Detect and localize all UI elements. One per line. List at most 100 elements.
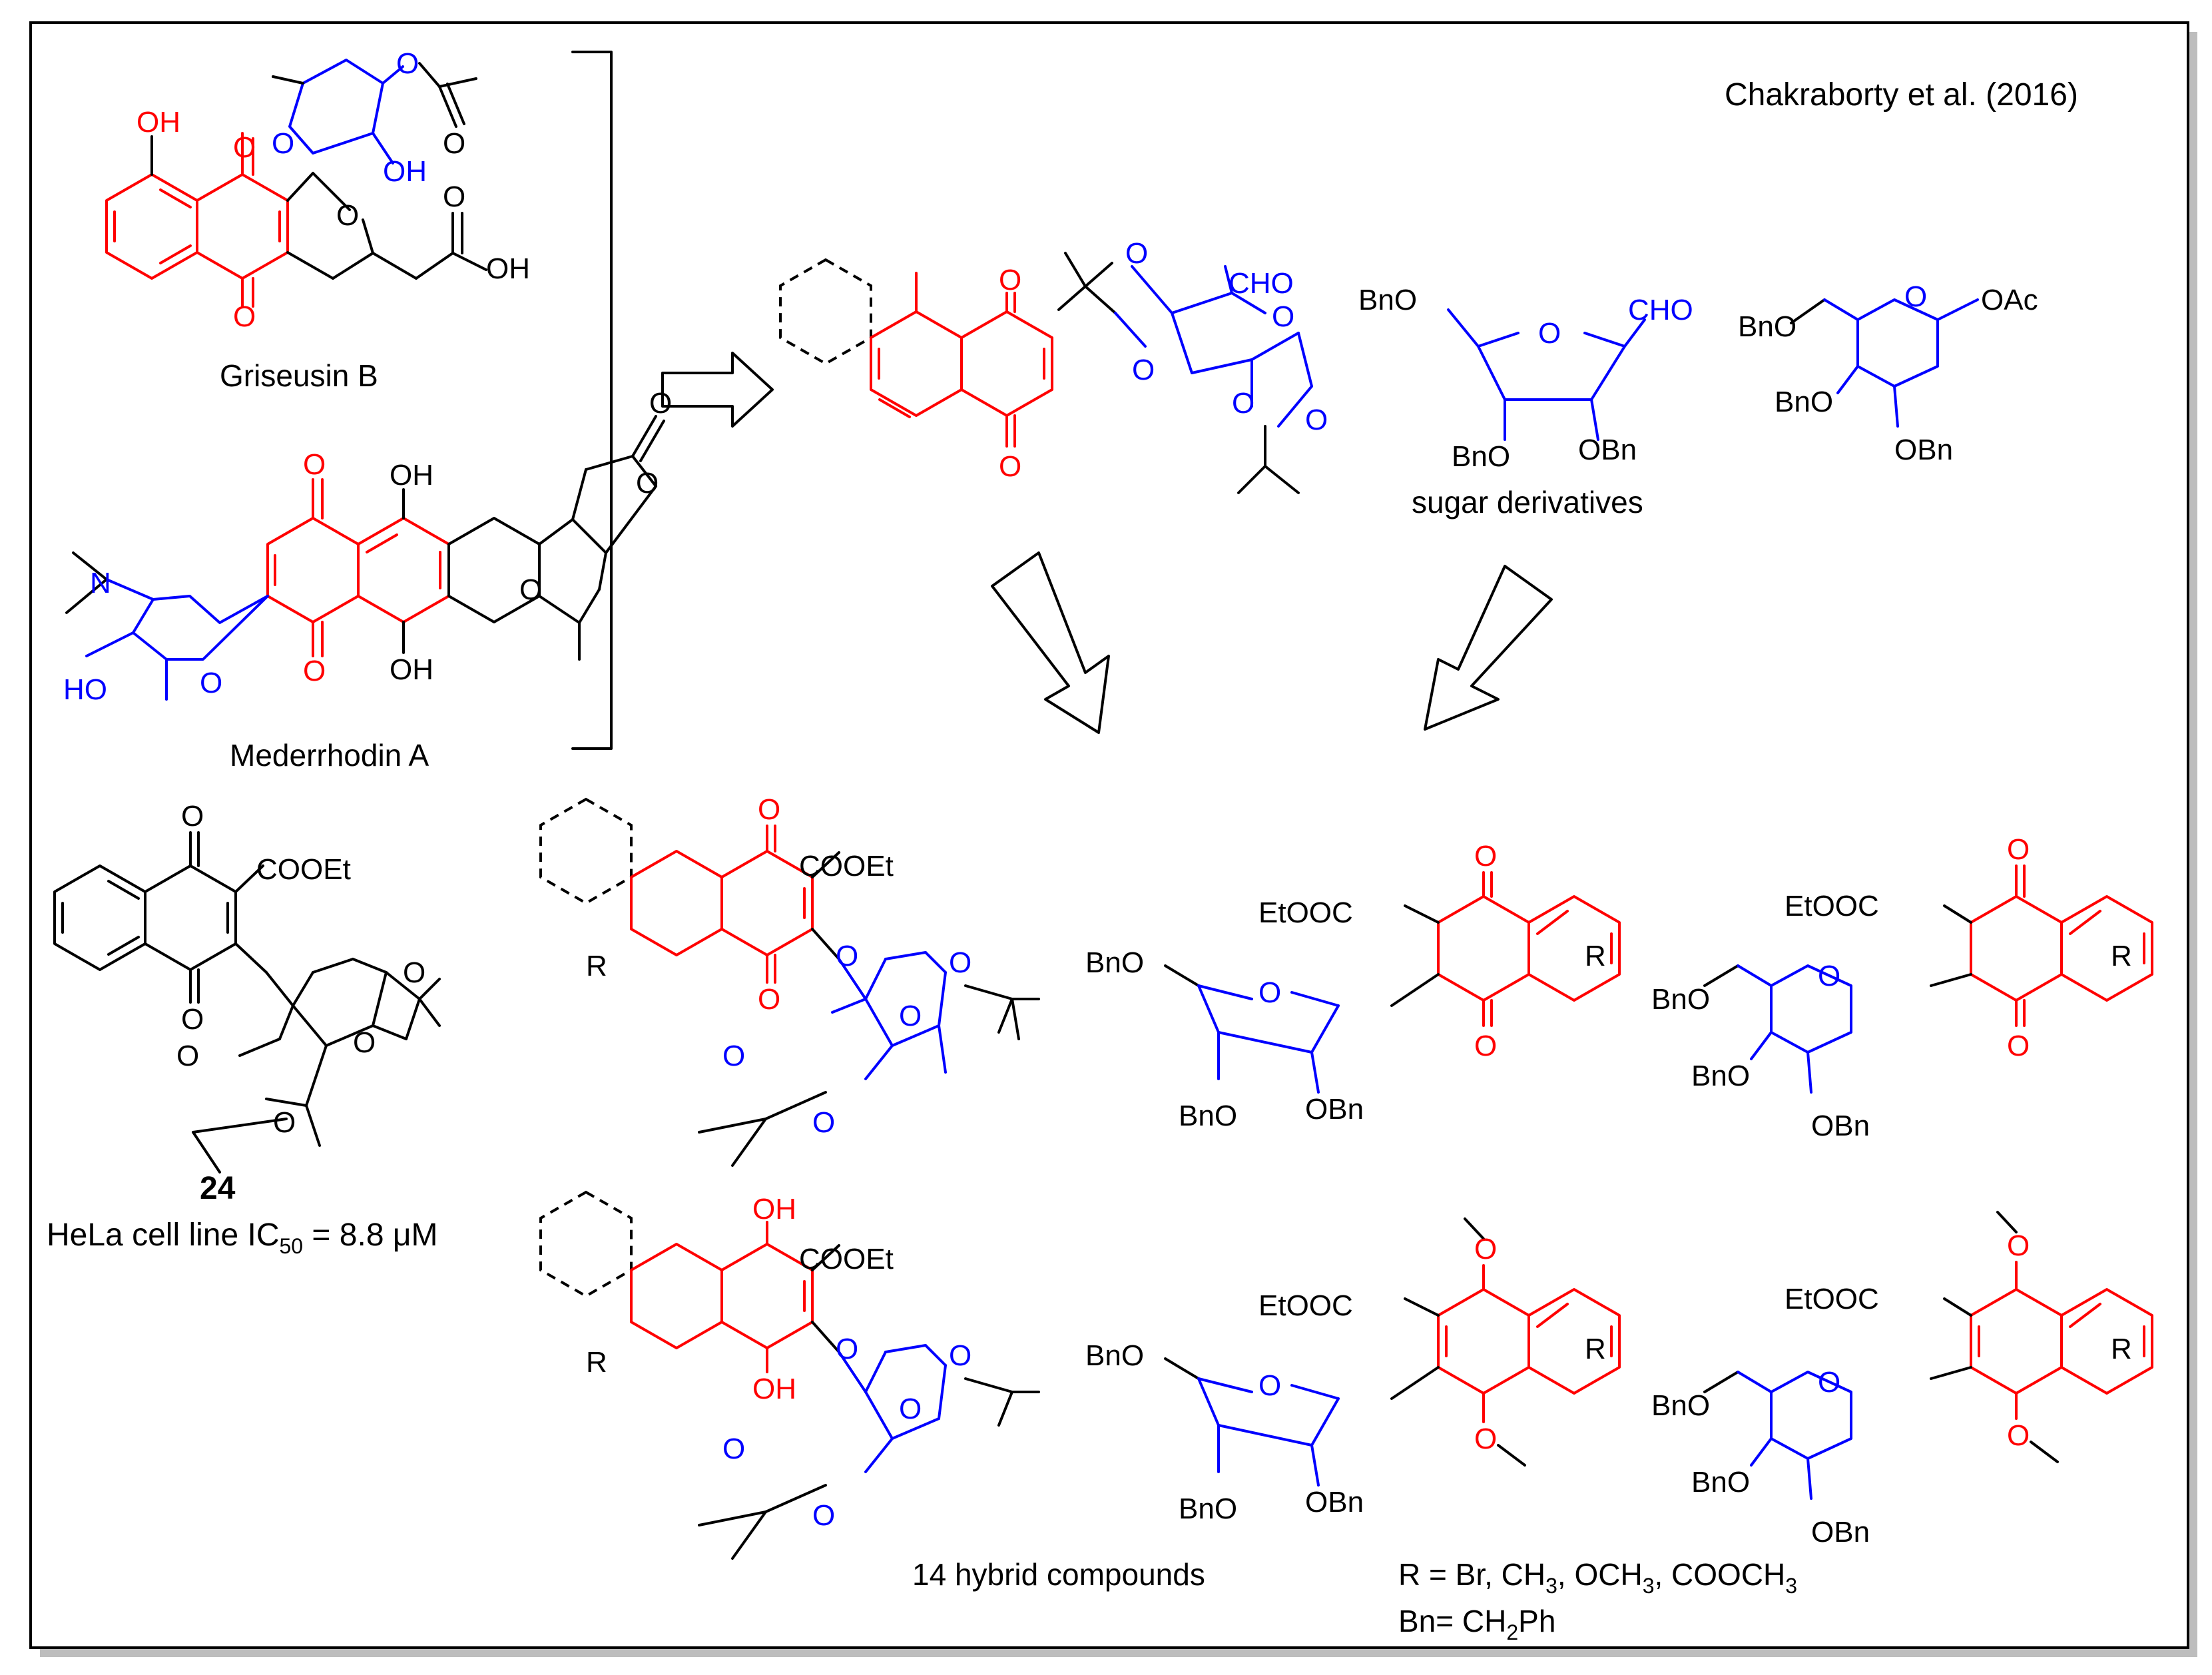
griseusin-b-structure: OH O O O O OH O O O OH: [105, 47, 530, 333]
svg-text:O: O: [1132, 354, 1155, 386]
svg-text:BnO: BnO: [1691, 1060, 1750, 1092]
svg-text:BnO: BnO: [1179, 1493, 1237, 1525]
svg-text:OH: OH: [752, 1193, 796, 1225]
svg-text:O: O: [181, 800, 204, 833]
mederrhodin-a-structure: O O OH OH O O O N HO O: [63, 387, 672, 706]
svg-text:O: O: [1272, 300, 1294, 333]
hybrid-quinone-diacetonide: O O COOEt R O O O O O: [539, 793, 1040, 1167]
svg-text:R: R: [2111, 1333, 2132, 1365]
svg-text:O: O: [1232, 387, 1254, 420]
svg-text:O: O: [200, 667, 222, 699]
svg-text:OH: OH: [752, 1373, 796, 1405]
svg-text:R: R: [586, 950, 607, 982]
svg-text:O: O: [181, 1003, 204, 1036]
svg-text:O: O: [519, 573, 542, 606]
svg-text:O: O: [2007, 1419, 2030, 1452]
svg-text:BnO: BnO: [1085, 1339, 1144, 1372]
svg-text:O: O: [2007, 1229, 2030, 1262]
svg-text:O: O: [233, 131, 256, 164]
naphthoquinone-building-block: O O: [779, 258, 1053, 483]
svg-text:OBn: OBn: [1305, 1093, 1364, 1126]
svg-text:BnO: BnO: [1651, 983, 1710, 1016]
compound-24-activity: HeLa cell line IC50 = 8.8 μM: [47, 1217, 438, 1258]
svg-text:OBn: OBn: [1578, 434, 1637, 466]
svg-text:CHO: CHO: [1628, 294, 1693, 326]
svg-text:O: O: [1474, 1233, 1497, 1265]
svg-text:OBn: OBn: [1811, 1110, 1870, 1142]
svg-text:EtOOC: EtOOC: [1258, 896, 1353, 929]
svg-text:O: O: [649, 387, 672, 420]
svg-text:O: O: [836, 1333, 858, 1365]
svg-text:O: O: [273, 1106, 296, 1139]
svg-text:O: O: [1818, 960, 1840, 992]
svg-text:O: O: [443, 180, 465, 213]
svg-text:O: O: [1258, 976, 1281, 1009]
svg-text:O: O: [722, 1433, 745, 1465]
svg-text:EtOOC: EtOOC: [1785, 890, 1879, 922]
svg-text:O: O: [812, 1499, 835, 1532]
svg-text:O: O: [812, 1106, 835, 1139]
svg-text:O: O: [636, 467, 659, 500]
svg-text:O: O: [176, 1040, 199, 1072]
svg-text:O: O: [353, 1026, 376, 1059]
svg-text:OBn: OBn: [1811, 1516, 1870, 1548]
hybrid-pyranose-naphthalene: O O EtOOC R BnO O BnO OBn: [1651, 1211, 2153, 1548]
svg-text:COOEt: COOEt: [256, 853, 351, 886]
svg-text:N: N: [90, 567, 111, 599]
svg-text:O: O: [949, 1339, 971, 1372]
furanose-building-block: BnO O CHO BnO OBn: [1358, 284, 1693, 473]
pyranose-building-block: BnO O OAc BnO OBn: [1738, 280, 2038, 466]
svg-text:O: O: [303, 655, 326, 687]
svg-text:O: O: [1904, 280, 1927, 313]
retro-arrow-right: [661, 352, 774, 428]
svg-text:HO: HO: [63, 673, 107, 706]
bn-definition: Bn= CH2Ph: [1398, 1604, 1555, 1644]
svg-text:OH: OH: [383, 155, 427, 188]
svg-text:O: O: [1818, 1366, 1840, 1399]
svg-text:O: O: [1474, 1030, 1497, 1062]
svg-text:BnO: BnO: [1179, 1100, 1237, 1132]
svg-text:O: O: [2007, 833, 2030, 866]
svg-text:CHO: CHO: [1229, 267, 1294, 300]
svg-text:O: O: [1474, 840, 1497, 872]
frame-border: [29, 21, 2189, 1649]
svg-text:O: O: [836, 940, 858, 972]
retro-arrow-down-right: [1424, 565, 1553, 731]
svg-text:COOEt: COOEt: [799, 850, 894, 882]
svg-text:O: O: [899, 1000, 922, 1032]
natural-products-bracket: [571, 51, 613, 750]
svg-text:COOEt: COOEt: [799, 1243, 894, 1275]
r-group-definition: R = Br, CH3, OCH3, COOCH3: [1398, 1557, 1797, 1598]
mederrhodin-a-label: Mederrhodin A: [230, 738, 429, 773]
sugar-derivatives-caption: sugar derivatives: [1412, 485, 1643, 519]
hybrid-pyranose-quinone: O O EtOOC R BnO O BnO OBn: [1651, 833, 2153, 1142]
svg-text:OBn: OBn: [1305, 1486, 1364, 1518]
svg-text:O: O: [443, 127, 465, 160]
svg-text:O: O: [722, 1040, 745, 1072]
diacetonide-building-block: O O CHO O O O: [1057, 237, 1328, 494]
svg-text:R: R: [1585, 1333, 1606, 1365]
hybrid-furanose-quinone: O O EtOOC R BnO O BnO OBn: [1085, 840, 1621, 1132]
svg-text:BnO: BnO: [1775, 386, 1833, 418]
svg-text:EtOOC: EtOOC: [1785, 1283, 1879, 1315]
svg-text:O: O: [403, 956, 425, 989]
hybrid-furanose-naphthalene: O O EtOOC R BnO O BnO OBn: [1085, 1217, 1621, 1525]
svg-text:O: O: [999, 450, 1021, 483]
svg-text:O: O: [336, 199, 359, 232]
griseusin-b-label: Griseusin B: [220, 358, 378, 393]
retro-arrow-down-left: [991, 551, 1110, 734]
citation-text: Chakraborty et al. (2016): [1725, 77, 2078, 113]
compound-24-structure: O O COOEt O O O O: [53, 800, 441, 1173]
svg-text:O: O: [1305, 404, 1328, 436]
svg-text:O: O: [2007, 1030, 2030, 1062]
svg-text:BnO: BnO: [1691, 1466, 1750, 1499]
svg-text:OH: OH: [390, 459, 433, 492]
svg-text:O: O: [272, 127, 294, 160]
svg-text:O: O: [1125, 237, 1148, 270]
hybrid-compounds-caption: 14 hybrid compounds: [912, 1557, 1205, 1592]
svg-text:OAc: OAc: [1981, 284, 2038, 316]
svg-text:O: O: [1474, 1423, 1497, 1455]
svg-text:BnO: BnO: [1452, 440, 1510, 473]
svg-text:BnO: BnO: [1358, 284, 1417, 316]
